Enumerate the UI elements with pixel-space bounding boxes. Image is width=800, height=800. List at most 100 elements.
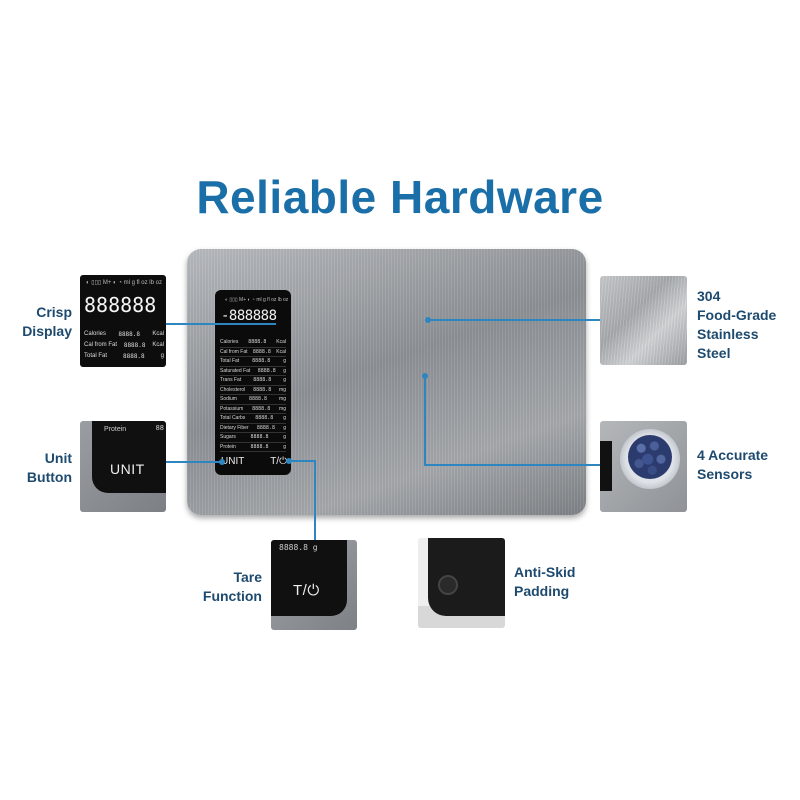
lcd-row-value: 8888.8 [250,434,269,440]
lcd-row: Sugars 8888.8 g [220,433,286,443]
leader-dot-unit [219,459,225,465]
closeup-unit-label: UNIT [110,461,145,477]
lcd-row-label: Cholesterol [220,386,246,393]
lcd-row: Potassium 8888.8 mg [220,405,286,414]
leader-dot-sensor [422,373,428,379]
leader-dot-tare [286,458,292,464]
lcd-row-unit: g [283,424,286,431]
closeup-digits: 888888 [84,293,157,317]
lcd-row-unit: mg [279,386,286,393]
lcd-main-digits: -888888 [221,308,277,324]
lcd-row-label: Dietary Fiber [220,424,249,431]
leader-line-display [166,323,276,325]
lcd-row: Protein 8888.8 g [220,443,286,452]
lcd-row-unit: mg [279,405,286,412]
lcd-row-value: 8888.8 [257,367,276,374]
lcd-row-label: Saturated Fat [220,367,251,374]
lcd-row-label: Trans Fat [220,377,242,383]
lcd-row-value: 8888.8 [250,443,269,450]
lcd-row-value: 8888.8 [253,377,272,383]
closeup-row: Cal from Fat 8888.8 Kcal [84,340,164,351]
lcd-row-label: Sugars [220,434,236,440]
lcd-row-value: 8888.8 [252,405,271,412]
lcd-row: Trans Fat 8888.8 g [220,376,286,386]
closeup-tare-label: T/⏻ [293,582,320,599]
lcd-row-label: Calories [220,339,239,345]
leader-line-sensor-h [424,464,600,466]
leader-line-unit [166,461,222,463]
lcd-row: Calories 8888.8 Kcal [220,338,286,348]
lcd-row: Total Carbs 8888.8 g [220,414,286,424]
lcd-row-unit: g [283,415,286,421]
lcd-row-label: Sodium [220,396,237,402]
lcd-row-label: Total Carbs [220,415,246,421]
lcd-row-value: 8888.8 [253,386,272,393]
lcd-row-value: 8888.8 [256,424,275,431]
page-title: Reliable Hardware [196,171,604,223]
closeup-row-value: 8888.8 [118,331,141,338]
lcd-row-label: Potassium [220,405,244,412]
closeup-row-unit: g [160,353,164,359]
lcd-row-unit: g [283,358,286,364]
lcd-row-unit: Kcal [276,348,286,355]
leader-line-tare-v [314,460,316,540]
lcd-row: Saturated Fat 8888.8 g [220,367,286,376]
closeup-row: Total Fat 8888.8 g [84,351,164,362]
unit-button[interactable]: UNIT [221,456,245,467]
lcd-row-value: 8888.8 [248,339,267,345]
closeup-row-label: Total Fat [84,353,108,359]
lcd-row-value: 8888.8 [252,358,271,364]
unit-button-closeup: Protein 88 UNIT [80,421,166,512]
lcd-row-unit: g [283,377,286,383]
closeup-row-value: 8888.8 [123,342,146,349]
lcd-row-label: Cal from Fat [220,348,248,355]
lcd-row: Total Fat 8888.8 g [220,357,286,367]
closeup-tare-readout: 8888.8 g [279,543,318,552]
lcd-row: Cholesterol 8888.8 mg [220,386,286,395]
anti-skid-closeup [418,538,505,628]
closeup-protein-label: Protein [104,426,127,433]
lcd-row-value: 8888.8 [252,348,271,355]
lcd-row-label: Total Fat [220,358,240,364]
lcd-row-unit: g [283,367,286,374]
lcd-status-icons: ◐ ▯▯▯ M+ ◐ ◔ ml g fl oz lb oz [225,297,289,303]
closeup-row-unit: Kcal [152,342,164,348]
tare-button-closeup: 8888.8 g T/⏻ [271,540,357,630]
closeup-protein-value: 88 [155,424,164,432]
lcd-row-value: 8888.8 [255,415,274,421]
sensor-closeup [600,421,687,512]
blueberries-image [628,435,672,479]
display-closeup: ◐ ▯▯▯ M+ ◐ ◔ ml g fl oz lb oz 888888 Cal… [80,275,166,367]
leader-line-sensor-v [424,376,426,465]
scale-lcd-display: ◐ ▯▯▯ M+ ◐ ◔ ml g fl oz lb oz -888888 Ca… [215,290,291,475]
closeup-row-unit: Kcal [152,331,164,337]
closeup-row-label: Calories [84,331,107,337]
leader-line-tare-h [289,460,315,462]
stainless-steel-closeup [600,276,687,365]
closeup-row-label: Cal from Fat [84,342,118,348]
lcd-row-unit: g [283,443,286,450]
lcd-row-label: Protein [220,443,236,450]
lcd-row-unit: Kcal [276,339,286,345]
closeup-status-icons: ◐ ▯▯▯ M+ ◐ ◔ ml g fl oz lb oz [86,280,162,286]
closeup-row-value: 8888.8 [122,353,145,360]
lcd-row-value: 8888.8 [248,396,268,402]
leader-line-steel [428,319,600,321]
leader-dot-steel [425,317,431,323]
rubber-foot-icon [438,575,458,595]
tare-button[interactable]: T/⏻ [270,456,287,467]
lcd-row-unit: g [283,434,286,440]
lcd-row: Sodium 8888.8 mg [220,395,286,405]
lcd-row: Cal from Fat 8888.8 Kcal [220,348,286,357]
lcd-row: Dietary Fiber 8888.8 g [220,424,286,433]
closeup-row: Calories 8888.8 Kcal [84,329,164,340]
lcd-row-unit: mg [279,396,286,402]
